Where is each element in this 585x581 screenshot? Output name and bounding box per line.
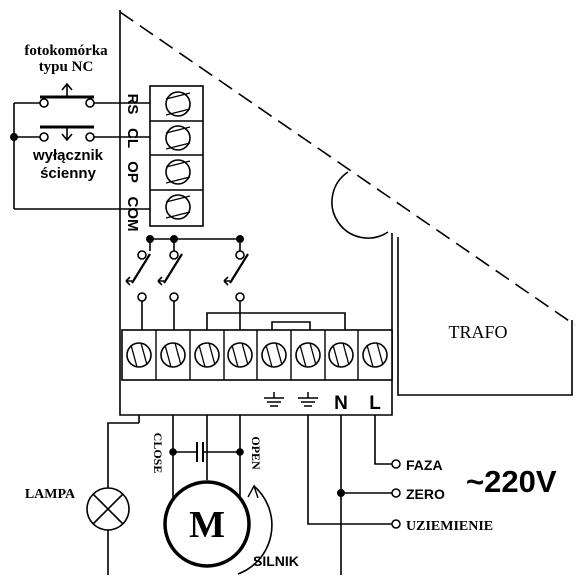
screw-t5: [261, 342, 287, 368]
control-board: [119, 10, 576, 416]
wall-switch-contact: [14, 125, 150, 142]
motor-label: SILNIK: [253, 553, 299, 569]
main-terminal-block: [121, 329, 393, 381]
screw-cl: [165, 125, 191, 151]
screw-t8: [362, 342, 388, 368]
relay-1: [125, 239, 151, 330]
transformer-label: TRAFO: [448, 322, 507, 342]
screw-t1: [126, 342, 152, 368]
mains-voltage-label: ~220V: [466, 464, 557, 499]
motor-rotation-arc: [237, 485, 273, 575]
screw-com: [165, 194, 191, 220]
terminal-label-com: COM: [124, 197, 141, 232]
lamp-label: LAMPA: [25, 487, 76, 502]
mains-terminals: [391, 459, 401, 529]
board-outline: [119, 10, 393, 416]
board-cut-edge: [119, 11, 576, 326]
close-lead-label: CLOSE: [151, 433, 165, 474]
transformer-outline: [397, 237, 573, 396]
wall-switch-label-line1: wyłącznik: [32, 147, 104, 164]
earth-mark-2: [298, 392, 318, 407]
motor-symbol: [163, 480, 251, 568]
terminal-mark-n: N: [334, 393, 348, 414]
screw-t2: [160, 342, 186, 368]
mains-earth-label: UZIEMIENIE: [406, 519, 493, 534]
motor: [163, 480, 273, 575]
open-lead-label: OPEN: [249, 436, 263, 470]
terminal-label-cl: CL: [124, 128, 141, 148]
photocell-label-line1: fotokomórka: [24, 43, 108, 59]
mains-terminal-phase: [391, 459, 401, 469]
motor-symbol-letter: M: [189, 504, 225, 546]
screw-t4: [227, 342, 253, 368]
mains-terminal-earth: [391, 519, 401, 529]
photocell-label-line2: typu NC: [39, 59, 94, 75]
relay-3: [223, 239, 249, 330]
field-wiring: [107, 415, 392, 575]
mains-phase-label: FAZA: [406, 457, 443, 473]
external-inputs: [10, 82, 150, 210]
terminal-mark-l: L: [369, 393, 381, 414]
screw-t3: [194, 342, 220, 368]
mains-terminal-neutral: [391, 488, 401, 498]
screw-rs: [165, 91, 191, 117]
mains-neutral-label: ZERO: [406, 486, 445, 502]
photocell-contact: [14, 82, 150, 108]
screw-t6: [295, 342, 321, 368]
relay-contacts: [125, 235, 346, 330]
earth-mark-1: [264, 392, 284, 407]
terminal-label-op: OP: [124, 161, 141, 183]
screw-op: [165, 159, 191, 185]
lamp: [86, 487, 130, 531]
transformer: TRAFO: [397, 237, 573, 396]
board-notch: [331, 171, 389, 239]
relay-2: [157, 239, 183, 330]
wall-switch-label-line2: ścienny: [40, 165, 97, 182]
control-terminal-block: RS CL OP COM: [124, 85, 204, 232]
screw-t7: [328, 342, 354, 368]
terminal-label-rs: RS: [124, 94, 141, 115]
